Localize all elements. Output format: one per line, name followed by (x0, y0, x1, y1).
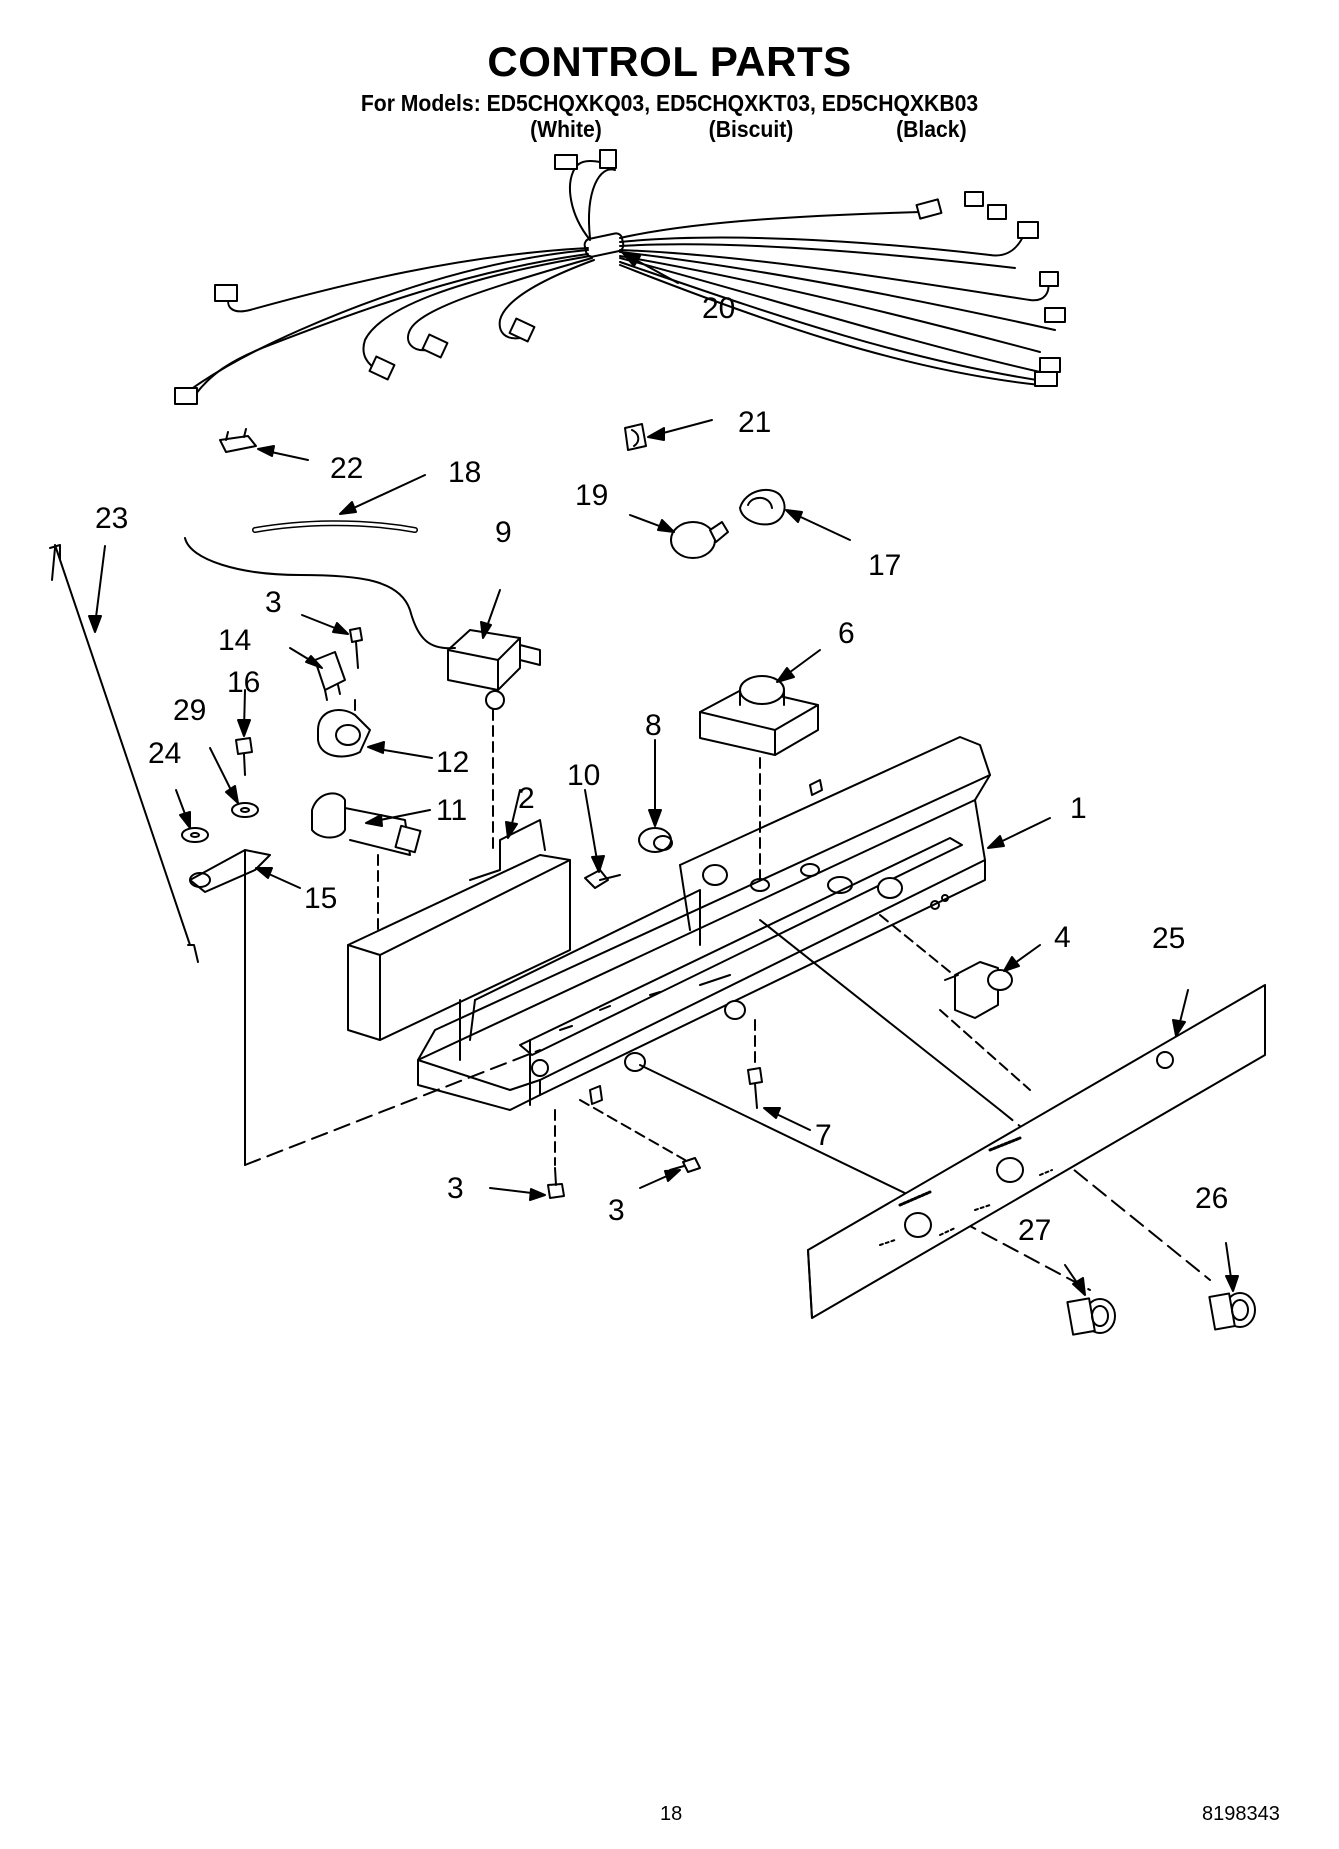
callout-1: 1 (1070, 792, 1087, 825)
callout-12: 12 (436, 746, 469, 779)
page-number: 18 (660, 1803, 683, 1825)
variant-white: (White) (530, 116, 602, 142)
callout-17: 17 (868, 549, 901, 582)
callout-27: 27 (1018, 1214, 1051, 1247)
document-number: 8198343 (1202, 1803, 1280, 1825)
callout-3-lower-left: 3 (447, 1172, 464, 1205)
callout-2: 2 (518, 782, 535, 815)
callout-6: 6 (838, 617, 855, 650)
callout-20: 20 (702, 292, 735, 325)
callout-10: 10 (567, 759, 600, 792)
callout-9: 9 (495, 516, 512, 549)
variant-biscuit: (Biscuit) (708, 116, 794, 142)
callout-21: 21 (738, 406, 771, 439)
callout-15: 15 (304, 882, 337, 915)
callout-8: 8 (645, 709, 662, 742)
callout-3-top: 3 (265, 586, 282, 619)
callout-19: 19 (575, 479, 608, 512)
page-title: CONTROL PARTS (487, 38, 852, 85)
callout-4: 4 (1054, 921, 1071, 954)
callout-11: 11 (436, 794, 467, 827)
callout-14: 14 (218, 624, 251, 657)
callout-24: 24 (148, 737, 181, 770)
callout-16: 16 (227, 666, 260, 699)
model-list: For Models: ED5CHQXKQ03, ED5CHQXKT03, ED… (360, 90, 979, 116)
callout-25: 25 (1152, 922, 1185, 955)
callout-22: 22 (330, 452, 363, 485)
control-housing (417, 736, 991, 1111)
callout-26: 26 (1195, 1182, 1228, 1215)
wire-harness (174, 149, 1066, 405)
callout-23: 23 (95, 502, 128, 535)
callout-29: 29 (173, 694, 206, 727)
callout-3-lower-right: 3 (608, 1194, 625, 1227)
callout-7: 7 (815, 1119, 832, 1152)
variant-black: (Black) (896, 116, 967, 142)
callout-18: 18 (448, 456, 481, 489)
